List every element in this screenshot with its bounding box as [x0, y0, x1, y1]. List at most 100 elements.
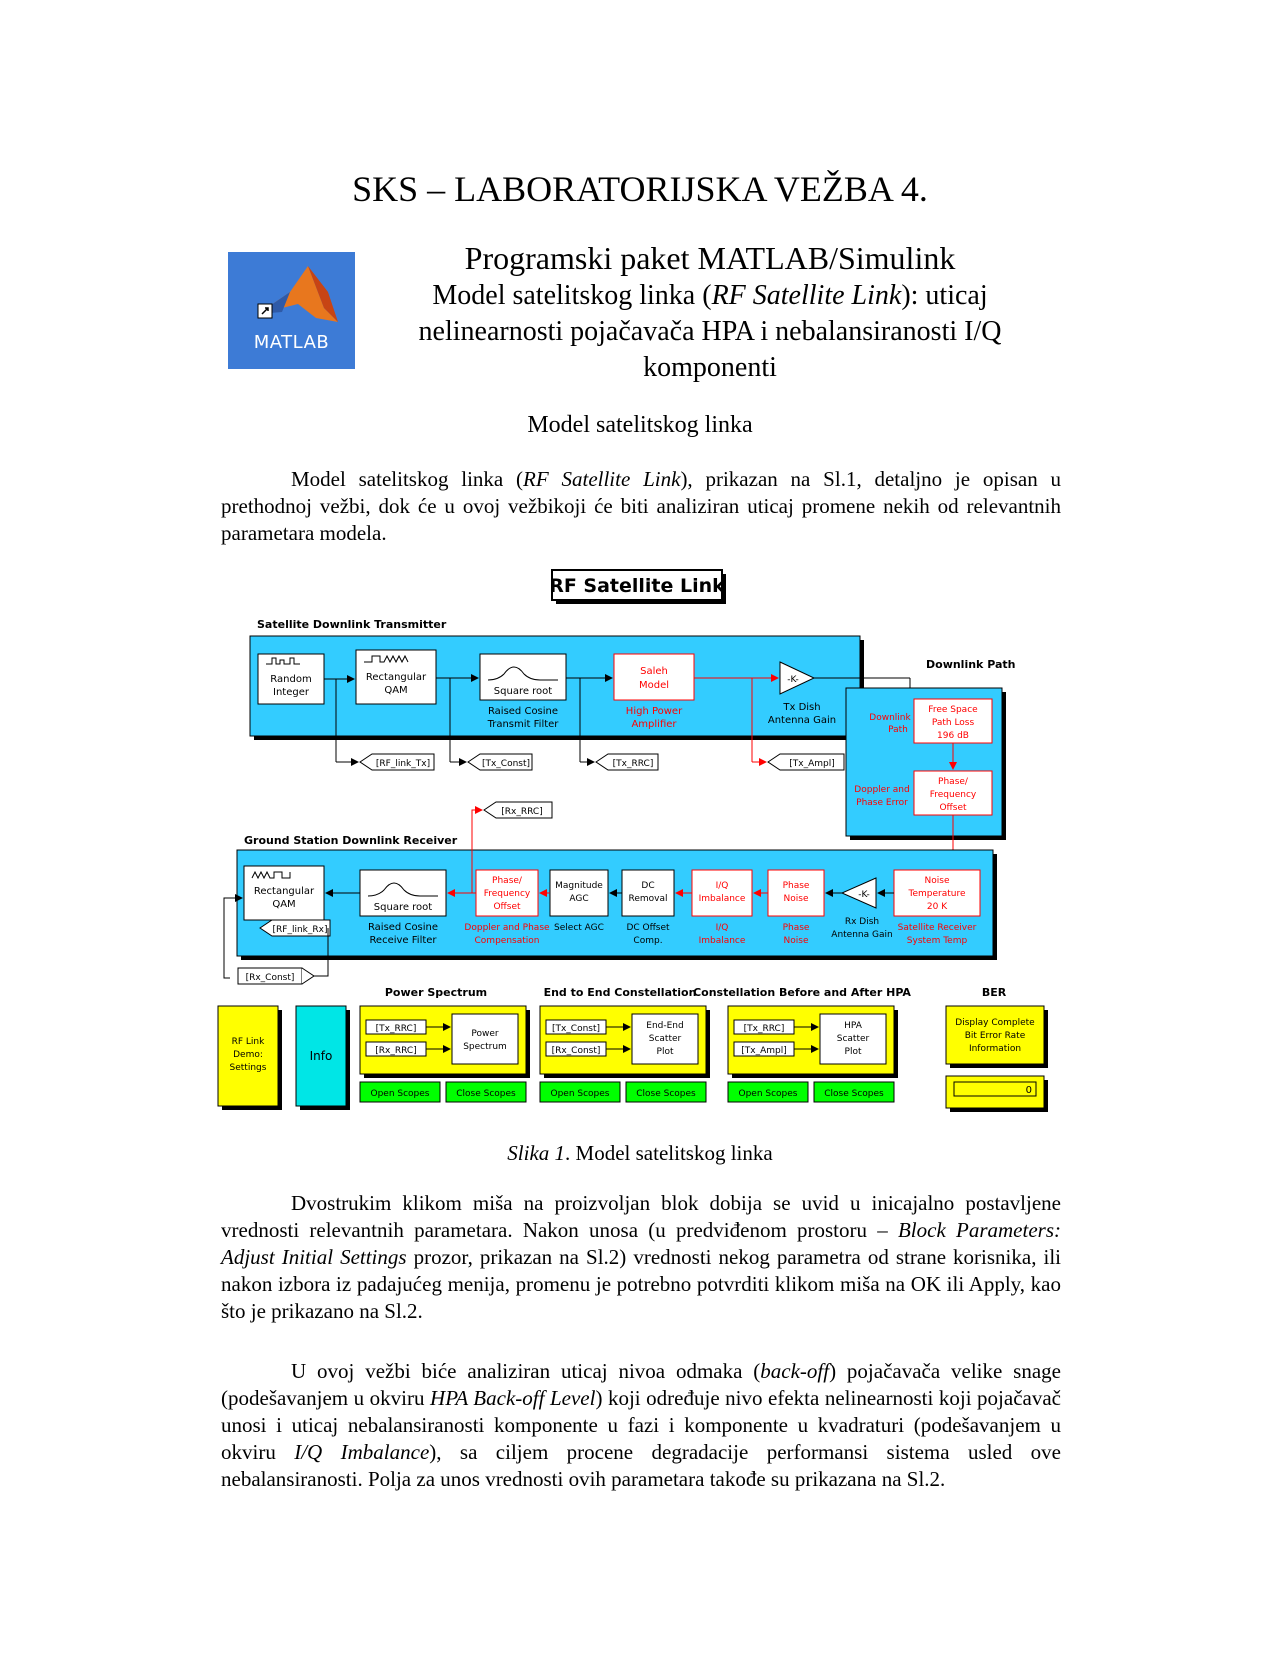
italic-text: Block Parameters: Adjust Initial Setting… [221, 1218, 1061, 1269]
block-text: -K- [787, 675, 798, 685]
tag-text: [Rx_Const] [552, 1046, 601, 1056]
button-label: Open Scopes [370, 1089, 429, 1099]
tag-rx-rrc[interactable] [483, 801, 553, 819]
tag-text: [Tx_RRC] [376, 1024, 417, 1034]
block-label: Imbalance [699, 936, 746, 946]
button-label: Open Scopes [738, 1089, 797, 1099]
tag-tx-ampl[interactable] [767, 753, 845, 771]
ber-info-block[interactable] [945, 1005, 1045, 1065]
saleh-model-block[interactable] [613, 653, 695, 701]
subtitle-text: ): uticaj nelinearnosti pojačavača HPA i… [418, 280, 1002, 383]
button-label: Close Scopes [456, 1089, 516, 1099]
rx-dish-gain-block[interactable] [840, 877, 877, 909]
tag-rf-link-rx[interactable] [259, 919, 331, 937]
block-text: Bit Error Rate [965, 1031, 1026, 1041]
page-title: SKS – LABORATORIJSKA VEŽBA 4. [352, 169, 928, 209]
qam-waveform-icon [251, 870, 291, 880]
block-text: Information [969, 1044, 1021, 1054]
diagram-title: RF Satellite Link [549, 575, 725, 597]
group-title: End to End Constellation [544, 986, 697, 999]
logo-text: MATLAB [253, 332, 330, 353]
block-label: Select AGC [554, 923, 604, 933]
text: ) pojačavača velike snage (podešavanjem … [221, 1359, 1061, 1410]
rc-tx-filter-block[interactable] [479, 653, 567, 701]
free-space-path-loss-block[interactable] [913, 698, 993, 744]
dc-removal-block[interactable] [621, 869, 675, 917]
block-text: End-End [646, 1021, 683, 1031]
block-text: Frequency [484, 889, 531, 899]
open-scopes-button[interactable] [727, 1081, 809, 1103]
block-label: Doppler and Phase [464, 923, 550, 933]
block-label: Satellite Receiver [898, 923, 977, 933]
block-text: Noise [784, 894, 809, 904]
block-text: I/Q [716, 881, 729, 891]
text: ), prikazan na Sl.1, detaljno je opisan … [221, 467, 1062, 545]
phase-frequency-offset-path-block[interactable] [913, 770, 993, 816]
block-label: Raised Cosine [488, 706, 558, 717]
text: ), sa ciljem procene degradacije perform… [221, 1440, 1061, 1491]
block-text: 20 K [927, 902, 948, 912]
button-label: Open Scopes [550, 1089, 609, 1099]
block-text: Saleh [640, 666, 668, 677]
block-label: Phase [783, 923, 810, 933]
rect-qam-rx-block[interactable] [243, 865, 325, 921]
block-text: Rectangular [366, 672, 427, 683]
hpa-scatter-block[interactable] [819, 1013, 887, 1065]
open-scopes-button[interactable] [539, 1081, 621, 1103]
info-block[interactable] [295, 1005, 347, 1107]
block-text: Settings [230, 1063, 267, 1073]
ber-value-field [953, 1081, 1037, 1097]
block-label: Compensation [475, 936, 540, 946]
italic-text: I/Q Imbalance [294, 1440, 430, 1464]
paragraph-2: Dvostrukim klikom miša na proizvoljan bl… [221, 1190, 1061, 1325]
block-label: Tx Dish [782, 702, 820, 713]
matlab-logo[interactable]: MATLAB [228, 252, 355, 369]
block-text: Phase [783, 881, 810, 891]
block-text: -K- [858, 890, 869, 900]
iq-imbalance-block[interactable] [691, 869, 753, 917]
open-scopes-button[interactable] [359, 1081, 441, 1103]
rc-rx-filter-block[interactable] [359, 869, 447, 917]
subtitle-line2: Model satelitskog linka (RF Satellite Li… [370, 278, 1050, 386]
block-label: Noise [784, 936, 809, 946]
matlab-logo-icon [257, 266, 338, 322]
rect-qam-tx-block[interactable] [355, 649, 437, 705]
magnitude-agc-block[interactable] [549, 869, 609, 917]
block-text: Integer [273, 687, 310, 698]
block-text: QAM [272, 899, 295, 910]
e2e-scatter-block[interactable] [631, 1013, 699, 1065]
tag-tx-const[interactable] [467, 753, 533, 771]
random-integer-block[interactable] [257, 653, 325, 705]
close-scopes-button[interactable] [625, 1081, 707, 1103]
rx-label: Ground Station Downlink Receiver [244, 834, 458, 847]
block-text: Model [639, 680, 669, 691]
phase-compensation-block[interactable] [475, 869, 539, 917]
phase-noise-block[interactable] [767, 869, 825, 917]
block-text: Power [471, 1029, 499, 1039]
tag-text: [Tx_Const] [482, 759, 530, 769]
block-text: Path Loss [932, 718, 975, 728]
power-spectrum-block[interactable] [451, 1013, 519, 1065]
rx-subsystem[interactable] [236, 849, 994, 957]
tx-dish-gain-block[interactable] [779, 661, 816, 695]
intro-paragraph: Model satelitskog linka (RF Satellite Li… [221, 466, 1061, 547]
group-title: Constellation Before and After HPA [693, 986, 911, 999]
tag-rf-link-tx[interactable] [359, 753, 435, 771]
settings-block[interactable] [217, 1005, 279, 1107]
noise-temperature-block[interactable] [893, 869, 981, 917]
block-text: Scatter [837, 1034, 870, 1044]
block-text: Phase/ [492, 876, 523, 886]
paragraph-3: U ovoj vežbi biće analiziran uticaj nivo… [221, 1358, 1061, 1493]
block-label: Rx Dish [845, 917, 879, 927]
subtitle-line1: Programski paket MATLAB/Simulink [464, 240, 956, 276]
close-scopes-button[interactable] [813, 1081, 895, 1103]
block-text: 196 dB [937, 731, 969, 741]
close-scopes-button[interactable] [445, 1081, 527, 1103]
tag-text: [Tx_Const] [552, 1024, 600, 1034]
tag-tx-rrc[interactable] [595, 753, 659, 771]
block-text: Free Space [928, 705, 978, 715]
tag-text: [Rx_RRC] [501, 807, 542, 817]
pulse-shape-icon [367, 882, 438, 897]
block-text: HPA [844, 1021, 863, 1031]
block-label: Comp. [633, 936, 662, 946]
